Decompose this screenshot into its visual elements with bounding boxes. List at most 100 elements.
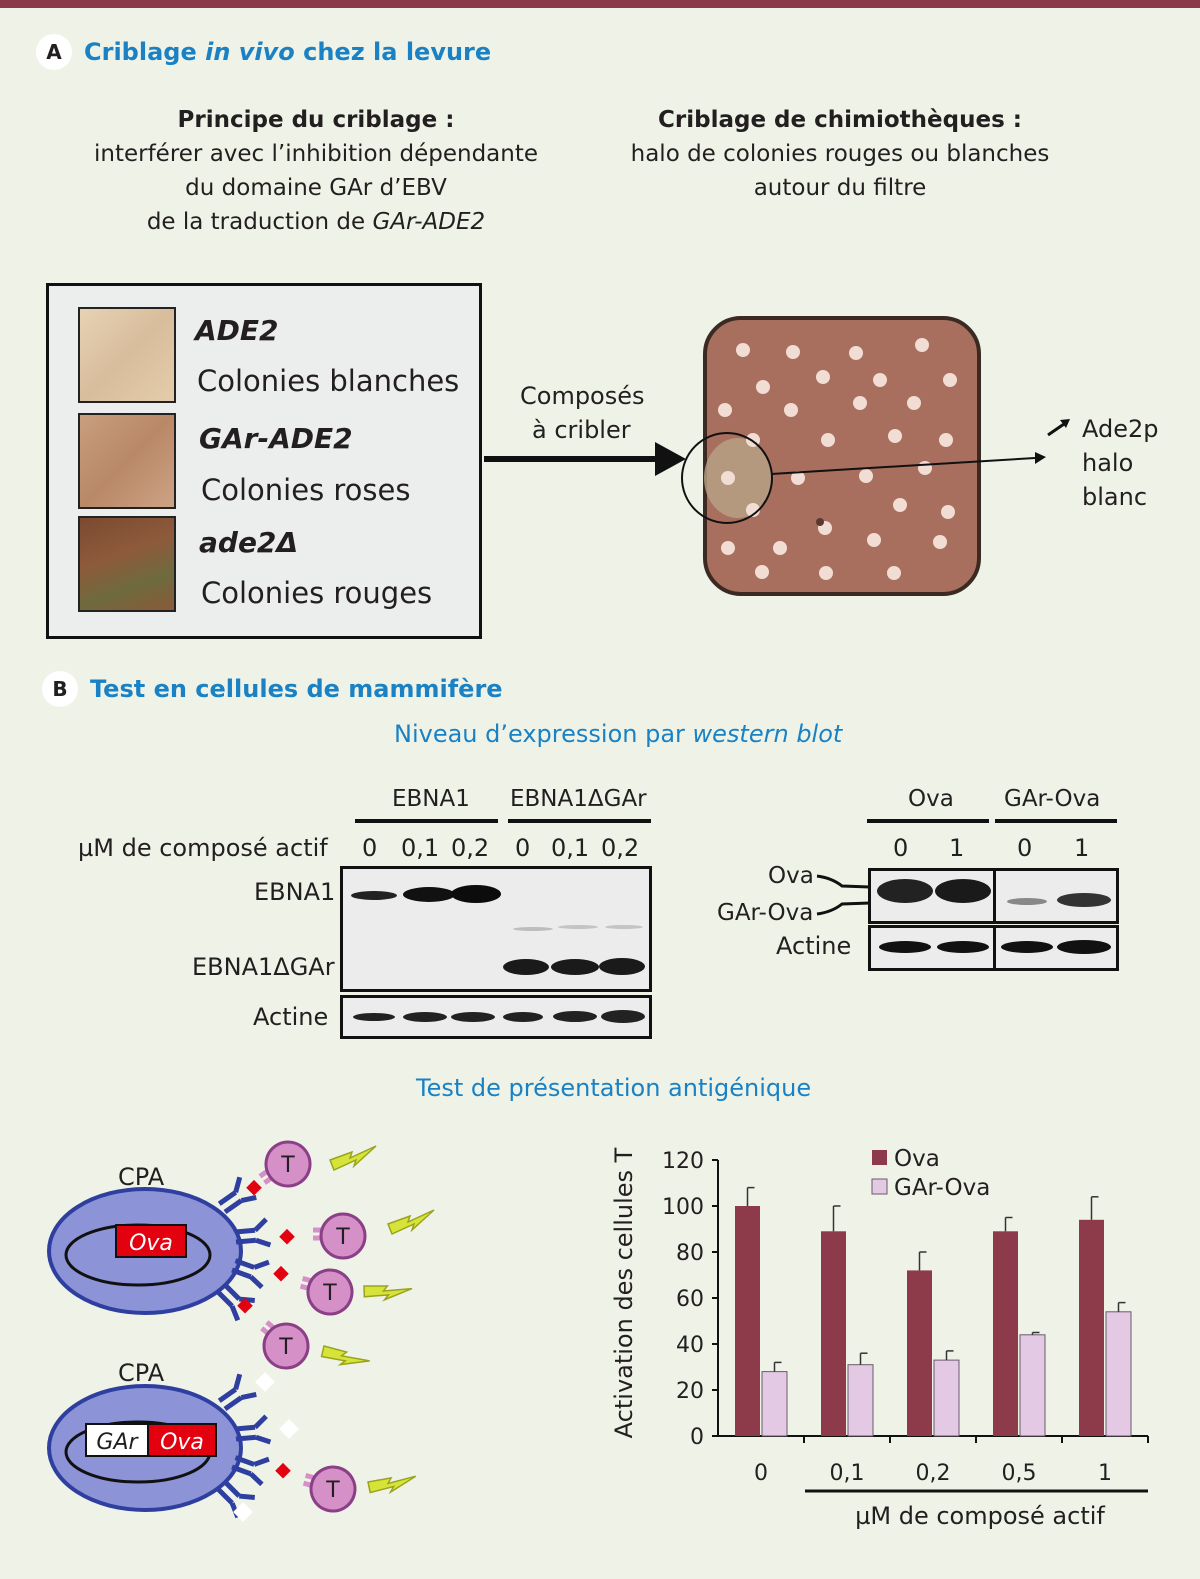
gar-ade2-gene: GAr-ADE2 [199, 422, 353, 455]
svg-text:T: T [280, 1153, 295, 1178]
screening-title: Criblage de chimiothèques : [658, 107, 1022, 133]
ova-gene-label-2: Ova [160, 1430, 204, 1455]
ade2-swatch [78, 307, 176, 403]
halo-label-3: blanc [1082, 483, 1148, 511]
blot1-row-ebna1dgar: EBNA1ΔGAr [192, 953, 335, 981]
top-border [0, 0, 1200, 8]
band [403, 887, 455, 902]
blot2-dose-3: 1 [1074, 834, 1090, 862]
band [451, 885, 501, 903]
blot1-group2-line [508, 819, 651, 823]
ova-gene-box-2 [147, 1423, 217, 1457]
blot2-dose-0: 0 [893, 834, 909, 862]
y-tick-label: 60 [676, 1287, 704, 1312]
antigen-title: Test de présentation antigénique [416, 1074, 812, 1102]
blot2-group2-line [995, 819, 1117, 823]
y-tick-label: 40 [676, 1333, 704, 1358]
blot1-row-ebna1: EBNA1 [254, 878, 336, 906]
ade2-delta-phenotype: Colonies rouges [201, 576, 433, 610]
gar-ade2-phenotype: Colonies roses [201, 473, 411, 507]
compounds-label-1: Composés [520, 382, 645, 410]
ova-gene-label: Ova [129, 1231, 173, 1256]
blot2-main [868, 868, 1119, 924]
ade2p-arrow [1047, 422, 1065, 437]
blot2-group2: GAr-Ova [1004, 786, 1101, 812]
principle-text: Principe du criblage : interférer avec l… [93, 107, 539, 235]
x-tick-label: 0,5 [1002, 1461, 1037, 1486]
antigen-diagram: Ova T T T T GAr Ova T [47, 1120, 435, 1522]
band [351, 891, 397, 900]
blot2-group1: Ova [908, 786, 954, 812]
activation-bolt-3 [359, 1272, 413, 1312]
blot1-row-actine: Actine [253, 1003, 329, 1031]
bar-ova [907, 1270, 932, 1436]
blot1-dose-label: µM de composé actif [78, 834, 328, 862]
blot1-dose-3: 0 [515, 834, 531, 862]
blot2-dose-1: 1 [949, 834, 965, 862]
legend-label: GAr-Ova [894, 1175, 990, 1201]
ade2-phenotype: Colonies blanches [197, 364, 460, 398]
principle-title: Principe du criblage : [177, 107, 455, 133]
screening-text: Criblage de chimiothèques : halo de colo… [630, 107, 1050, 201]
blot1-dose-0: 0 [362, 834, 378, 862]
blot1-main [340, 866, 652, 992]
gar-ade2-swatch [78, 413, 176, 509]
section-b-badge: B [42, 671, 78, 707]
screening-diagram [484, 316, 1070, 596]
x-tick-label: 0,1 [830, 1461, 865, 1486]
blot2-actin [868, 925, 1119, 971]
y-tick-label: 100 [662, 1195, 704, 1220]
blot2-group1-line [867, 819, 989, 823]
blot1-group1: EBNA1 [392, 786, 470, 812]
ade2-gene: ADE2 [195, 314, 279, 347]
svg-text:T: T [278, 1335, 293, 1360]
bar-ova [993, 1231, 1018, 1436]
svg-text:T: T [335, 1225, 350, 1250]
bar-garova [1105, 1311, 1132, 1437]
band [551, 959, 599, 975]
colony-legend: ADE2 Colonies blanches GAr-ADE2 Colonies… [46, 283, 482, 639]
chart-x-label: µM de composé actif [855, 1502, 1105, 1530]
filter-dots [718, 338, 957, 580]
svg-text:T: T [322, 1281, 337, 1306]
blot1-dose-4: 0,1 [551, 834, 590, 862]
x-tick-label: 0 [754, 1461, 768, 1486]
halo-label-2: halo [1082, 449, 1134, 477]
blot1-dose-1: 0,1 [401, 834, 440, 862]
blot1-dose-5: 0,2 [601, 834, 640, 862]
y-tick-label: 20 [676, 1379, 704, 1404]
blot2-row-ova: Ova [768, 863, 814, 889]
blot1-group1-line [355, 819, 498, 823]
x-tick-label: 0,2 [916, 1461, 951, 1486]
chart-y-label: Activation des cellules T [610, 1147, 638, 1438]
bar-ova [821, 1231, 846, 1436]
blot2-dose-2: 0 [1017, 834, 1033, 862]
halo-label-1: Ade2p [1082, 415, 1159, 443]
activation-bolt-2 [387, 1209, 435, 1235]
ade2-delta-gene: ade2Δ [199, 526, 299, 559]
section-b-title: Test en cellules de mammifère [90, 675, 503, 703]
compound-arrow-head [655, 442, 686, 476]
bar-garova [1019, 1334, 1046, 1437]
blot2-row-actine: Actine [776, 932, 852, 960]
blot1-dose-2: 0,2 [451, 834, 490, 862]
blot1-actin [340, 995, 652, 1039]
gar-gene-label: GAr [96, 1430, 139, 1455]
blot2-row-garova: GAr-Ova [717, 900, 814, 926]
bar-chart: Activation des cellules T 0 20 40 60 80 100 12… [610, 1146, 1149, 1530]
blot2-pointers [816, 874, 871, 916]
bar-garova [847, 1364, 874, 1437]
ade2-delta-swatch [78, 516, 176, 612]
bar-ova [735, 1206, 760, 1436]
cpa-label-1: CPA [118, 1163, 165, 1191]
halo-circle [681, 432, 773, 524]
legend-swatch [872, 1150, 887, 1165]
svg-text:T: T [325, 1478, 340, 1503]
band [503, 959, 549, 975]
compounds-label-2: à cribler [532, 416, 631, 444]
y-tick-label: 80 [676, 1241, 704, 1266]
x-tick-label: 1 [1098, 1461, 1112, 1486]
y-tick-label: 120 [662, 1149, 704, 1174]
band [599, 958, 645, 975]
section-a-title: Criblage in vivo chez la levure [84, 38, 492, 66]
